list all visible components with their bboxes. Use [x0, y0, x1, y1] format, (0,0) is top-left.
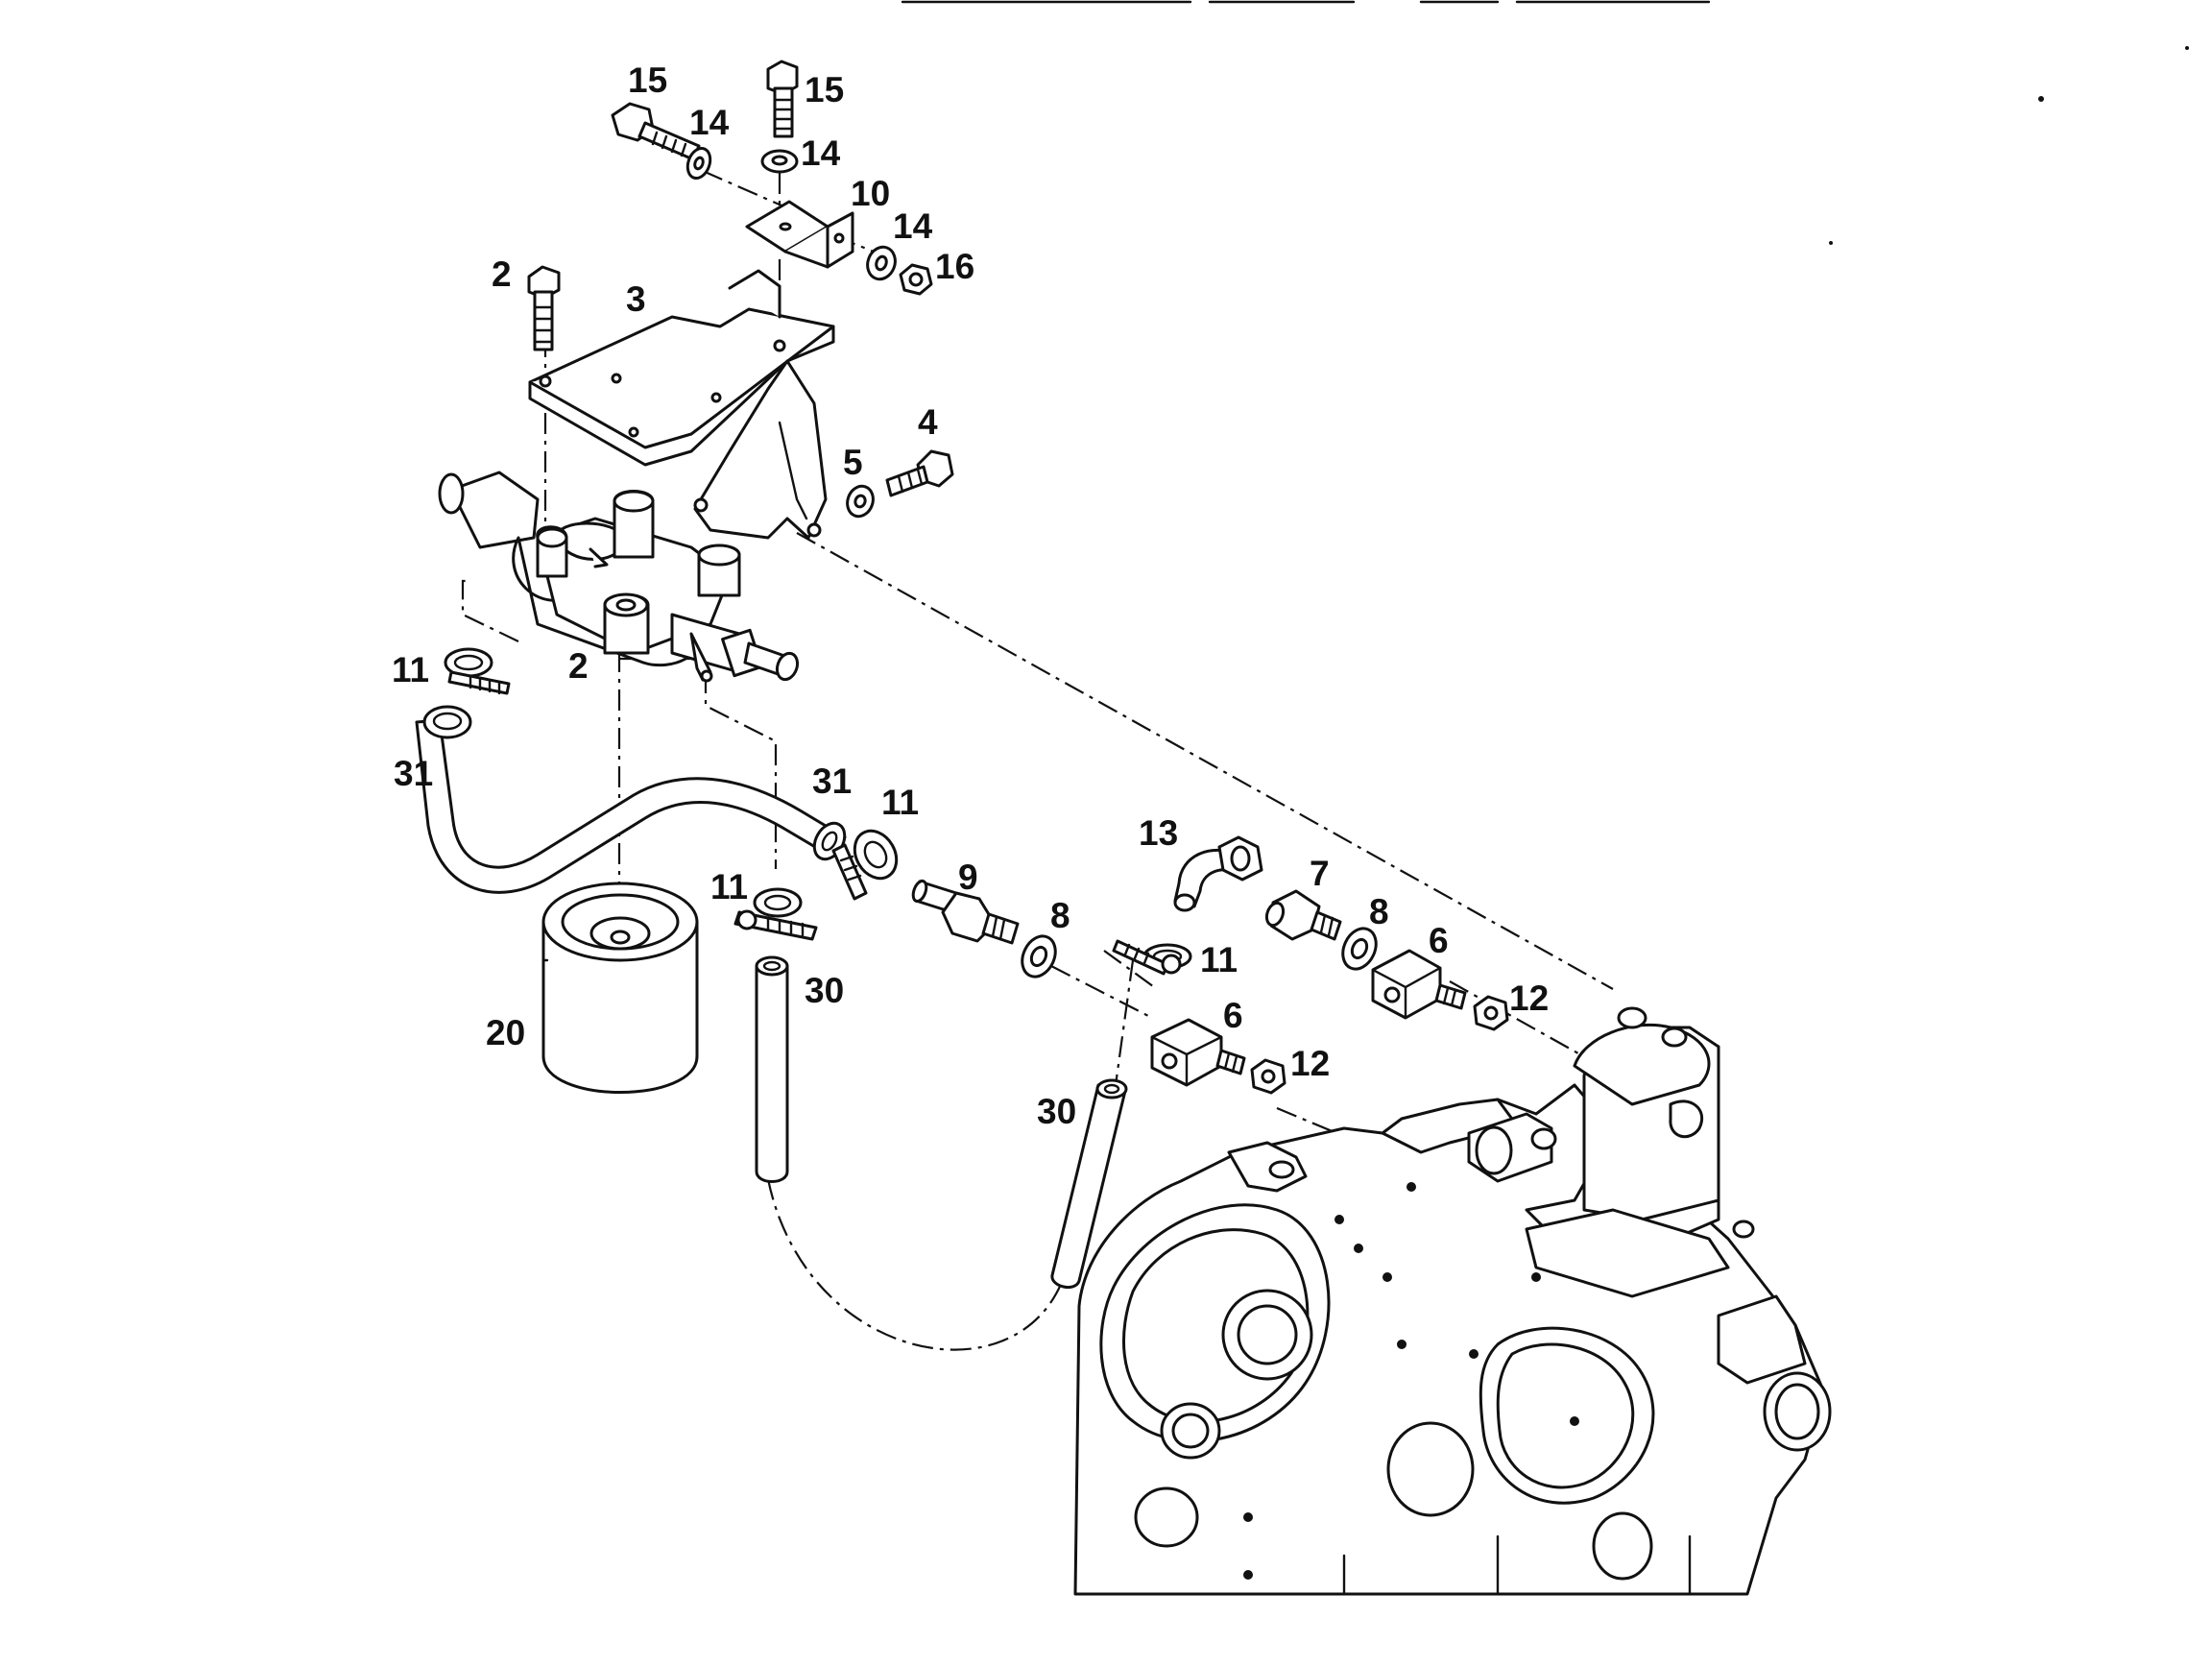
hose-30-right: [1050, 1078, 1128, 1290]
callout-20: 20: [486, 1013, 525, 1052]
nut-12-lower: [1250, 1058, 1286, 1095]
bolt-2-top: [527, 265, 561, 351]
scan-speck: [1829, 241, 1833, 245]
callout-12: 12: [1509, 978, 1549, 1018]
filter-cartridge-20: [541, 882, 699, 1094]
callout-11: 11: [881, 783, 919, 822]
nut-12-upper: [1473, 995, 1509, 1031]
callout-15: 15: [628, 60, 667, 100]
washer-14-top: [760, 149, 799, 174]
callout-16: 16: [935, 247, 974, 286]
callout-5: 5: [843, 443, 863, 482]
callout-2: 2: [568, 646, 589, 686]
callout-30: 30: [1037, 1092, 1076, 1131]
bolt-4: [885, 449, 954, 497]
bracket-3: [528, 269, 835, 540]
callout-6: 6: [1223, 996, 1243, 1035]
callout-14: 14: [893, 206, 933, 246]
callout-8: 8: [1369, 892, 1389, 931]
callout-6: 6: [1429, 921, 1449, 960]
elbow-fitting-13: [1173, 835, 1263, 912]
callout-14: 14: [801, 133, 841, 173]
fitting-7: [1264, 889, 1342, 941]
injection-pump: [1467, 1006, 1755, 1298]
fitting-9: [911, 879, 1020, 945]
callout-3: 3: [626, 279, 646, 319]
washer-14-left: [685, 147, 712, 180]
bolt-15-right: [766, 60, 799, 138]
callout-13: 13: [1139, 813, 1178, 853]
callout-7: 7: [1310, 854, 1330, 893]
hose-clamp-11-mid: [733, 887, 818, 941]
callout-31: 31: [394, 754, 433, 793]
banjo-6-lower: [1150, 1018, 1246, 1087]
scan-speck: [2185, 46, 2189, 50]
callout-15: 15: [805, 70, 844, 109]
callout-4: 4: [918, 402, 938, 442]
hose-clamp-11-left: [444, 647, 511, 695]
callout-31: 31: [812, 761, 852, 801]
callout-9: 9: [958, 858, 978, 897]
hose-clamp-11-right: [831, 829, 899, 901]
hose-30-left: [755, 955, 789, 1183]
callout-14: 14: [689, 103, 730, 142]
callout-12: 12: [1290, 1044, 1330, 1083]
callout-10: 10: [851, 174, 890, 213]
scan-speck: [2038, 96, 2044, 102]
callout-11: 11: [392, 650, 429, 689]
washer-8-right: [1341, 927, 1378, 971]
callout-labels: 15 14 15 14 10 14 16 2 3 4 5 11 2 31 31 …: [392, 60, 1549, 1131]
callout-2: 2: [492, 254, 512, 294]
hose-31: [415, 705, 847, 894]
callout-8: 8: [1050, 896, 1070, 935]
hose-clamp-11-lower: [1112, 939, 1192, 976]
nut-16: [899, 263, 933, 296]
callout-11: 11: [710, 867, 748, 906]
bracket-10: [745, 200, 854, 269]
washer-5: [846, 484, 875, 519]
filter-head-2: [438, 471, 800, 683]
washer-14-right: [866, 245, 897, 281]
callout-30: 30: [805, 971, 844, 1010]
callout-11: 11: [1200, 940, 1238, 979]
washer-8-left: [1021, 934, 1057, 978]
banjo-6-upper: [1371, 949, 1467, 1020]
bolt-15-left: [611, 102, 701, 161]
